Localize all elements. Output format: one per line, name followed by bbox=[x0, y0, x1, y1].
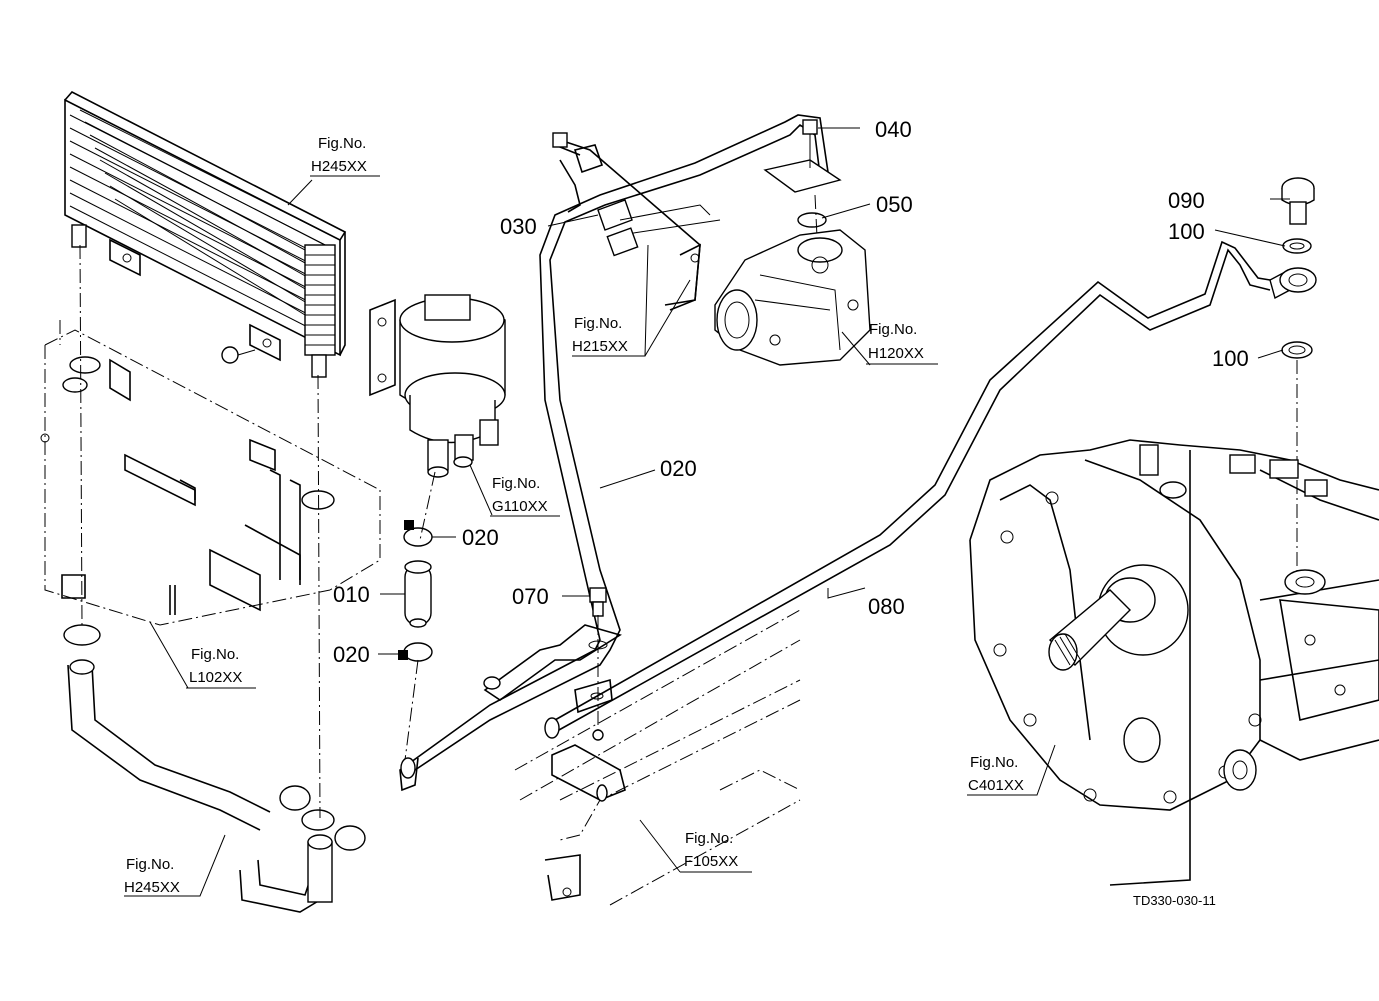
pipe-040-drawing bbox=[399, 114, 829, 792]
part-number-060: 050 bbox=[876, 192, 913, 217]
part-number-080: 080 bbox=[868, 594, 905, 619]
part-number-040: 020 bbox=[660, 456, 697, 481]
part-number-100-lower: 100 bbox=[1212, 346, 1249, 371]
part-number-090: 090 bbox=[1168, 188, 1205, 213]
fig-ref-label: Fig.No. bbox=[191, 646, 239, 663]
bracket-mid-drawing bbox=[483, 587, 622, 735]
fig-ref-label: Fig.No. bbox=[970, 754, 1018, 771]
fig-ref-l102[interactable]: Fig.No. L102XX bbox=[186, 646, 256, 689]
part-number-010: 010 bbox=[333, 582, 370, 607]
fig-ref-h120[interactable]: Fig.No. H120XX bbox=[866, 321, 938, 365]
fig-ref-code: H120XX bbox=[868, 345, 924, 362]
part-number-050: 040 bbox=[875, 117, 912, 142]
fig-ref-code: F105XX bbox=[684, 853, 738, 870]
fig-ref-h245-top[interactable]: Fig.No. H245XX bbox=[310, 135, 380, 177]
oil-cooler-drawing bbox=[64, 91, 347, 378]
part-number-070: 070 bbox=[512, 584, 549, 609]
fig-ref-code: H245XX bbox=[124, 879, 180, 896]
fig-ref-label: Fig.No. bbox=[126, 856, 174, 873]
fig-ref-code: G110XX bbox=[492, 498, 548, 515]
fig-ref-label: Fig.No. bbox=[574, 315, 622, 332]
part-number-100-upper: 100 bbox=[1168, 219, 1205, 244]
fig-ref-code: H245XX bbox=[311, 158, 367, 175]
bracket-030-drawing bbox=[552, 132, 721, 311]
part-number-030: 030 bbox=[500, 214, 537, 239]
fig-ref-code: C401XX bbox=[968, 777, 1024, 794]
hose-clamp-drawing bbox=[398, 471, 436, 761]
leader-lines bbox=[124, 127, 1290, 897]
part-number-020-lower: 020 bbox=[333, 642, 370, 667]
fig-ref-g110[interactable]: Fig.No. G110XX bbox=[490, 475, 560, 517]
transmission-housing-drawing bbox=[969, 439, 1379, 886]
frame-left-drawing bbox=[40, 320, 381, 626]
fig-ref-label: Fig.No. bbox=[685, 830, 733, 847]
fitting-right-drawing bbox=[1279, 177, 1317, 575]
fig-ref-h245-bottom[interactable]: Fig.No. H245XX bbox=[124, 856, 180, 896]
drawing-code: TD330-030-11 bbox=[1133, 893, 1216, 908]
fig-ref-h215[interactable]: Fig.No. H215XX bbox=[572, 315, 628, 355]
fig-ref-code: L102XX bbox=[189, 669, 242, 686]
fig-ref-label: Fig.No. bbox=[318, 135, 366, 152]
part-number-020-upper: 020 bbox=[462, 525, 499, 550]
fig-ref-f105[interactable]: Fig.No. F105XX bbox=[680, 830, 752, 873]
fig-ref-label: Fig.No. bbox=[869, 321, 917, 338]
fig-ref-c401[interactable]: Fig.No. C401XX bbox=[968, 754, 1024, 794]
hydraulic-pump-drawing bbox=[714, 119, 871, 366]
frame-f105-drawing bbox=[514, 609, 801, 906]
fig-ref-label: Fig.No. bbox=[492, 475, 540, 492]
hose-lower-left-drawing bbox=[61, 244, 366, 913]
fig-ref-code: H215XX bbox=[572, 338, 628, 355]
hydraulic-motor-drawing bbox=[369, 294, 506, 478]
